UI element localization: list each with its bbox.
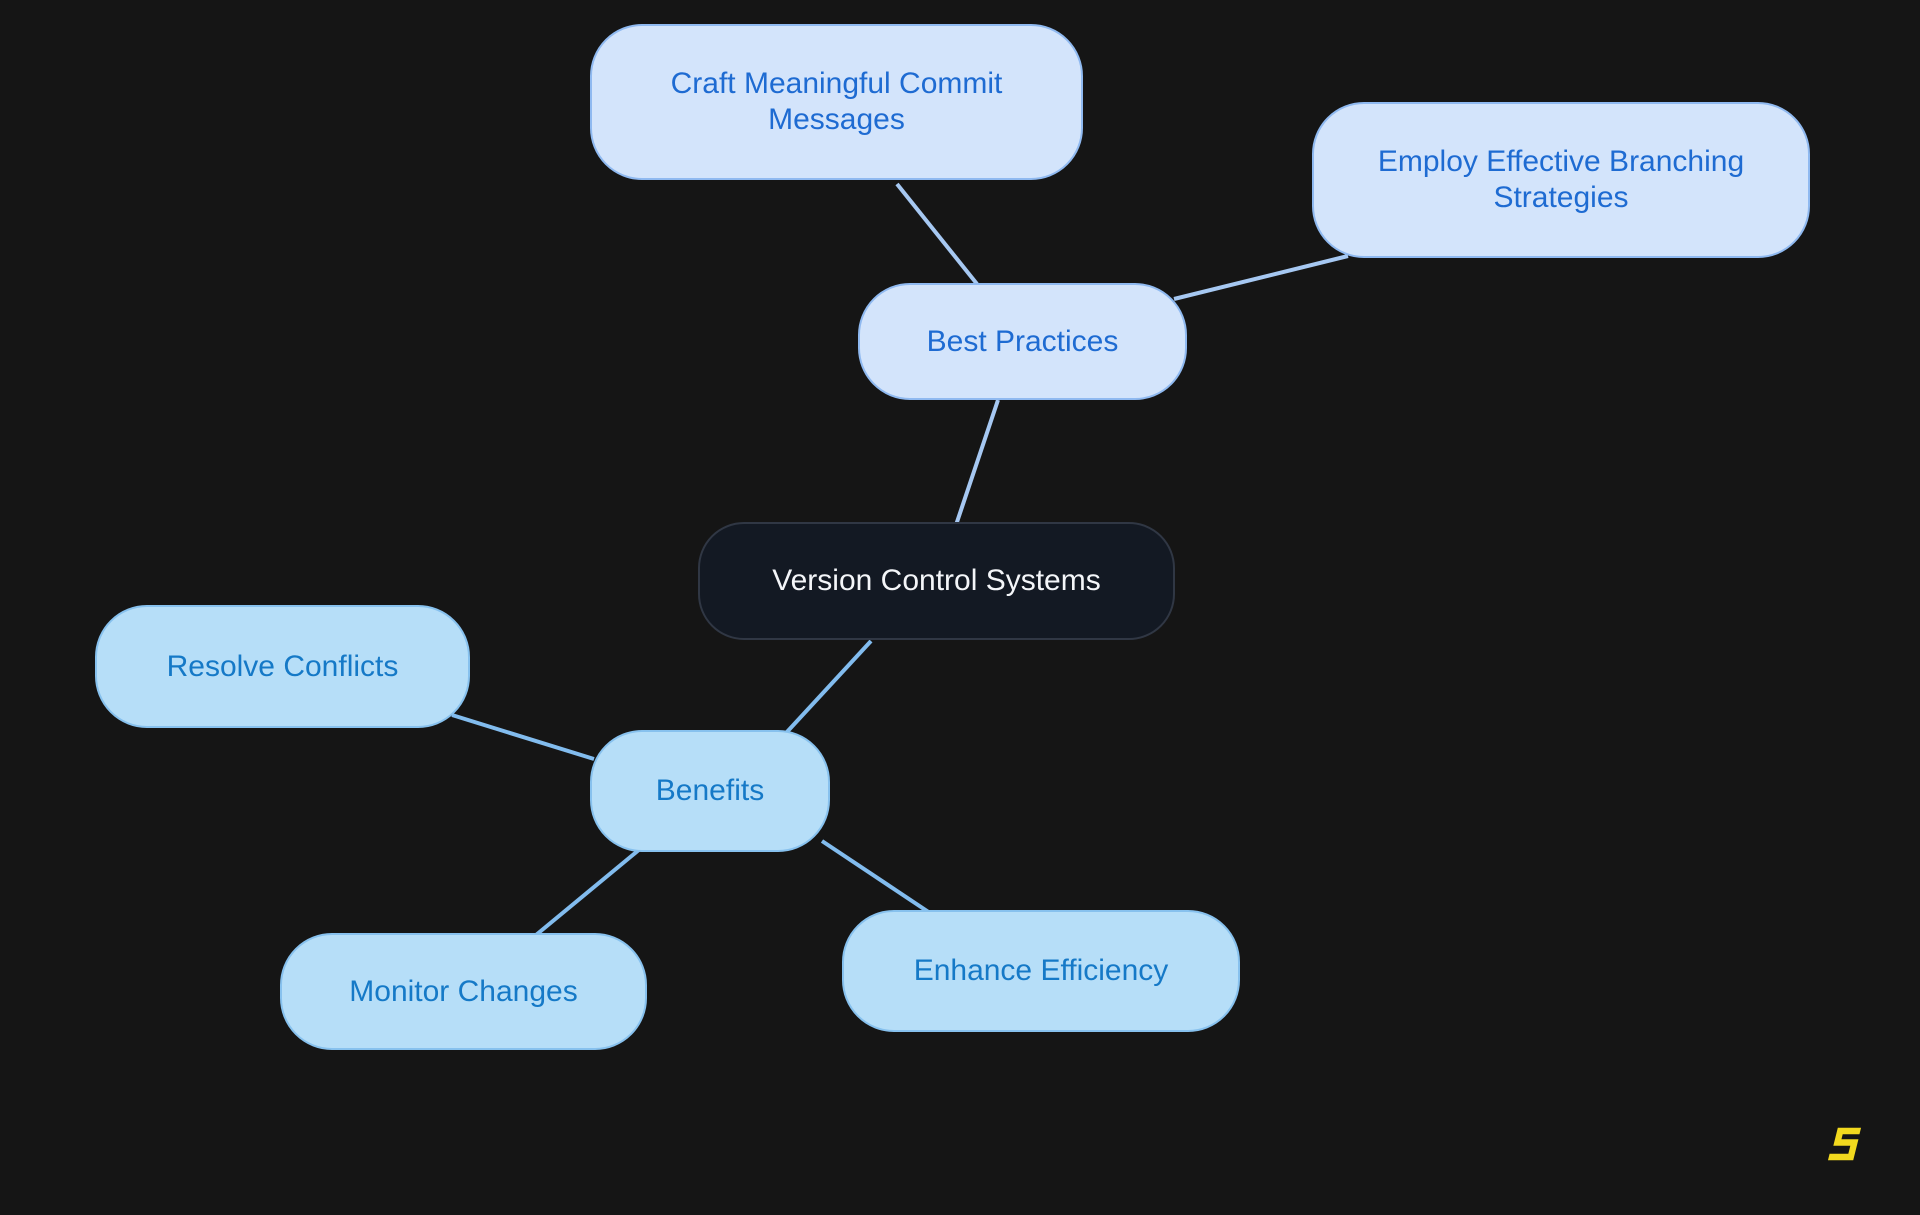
edge-craft-meaningful-commit-messages-to-best-practices [895, 182, 979, 286]
mindmap-node-version-control-systems[interactable]: Version Control Systems [698, 522, 1175, 640]
mindmap-node-benefits[interactable]: Benefits [590, 730, 830, 852]
node-label: Resolve Conflicts [166, 649, 399, 683]
edge-benefits-to-enhance-efficiency [820, 839, 932, 915]
node-label: Benefits [655, 774, 765, 807]
node-label: Best Practices [926, 324, 1119, 358]
edge-best-practices-to-version-control-systems [954, 399, 1000, 526]
mindmap-node-monitor-changes[interactable]: Monitor Changes [280, 933, 647, 1050]
mindmap-node-craft-meaningful-commit-messages[interactable]: Craft Meaningful Commit Messages [590, 24, 1083, 180]
node-label: Monitor Changes [349, 974, 578, 1008]
edge-benefits-to-monitor-changes [534, 847, 642, 937]
mindmap-node-resolve-conflicts[interactable]: Resolve Conflicts [95, 605, 470, 728]
s-logo-icon [1827, 1127, 1862, 1161]
mindmap-node-enhance-efficiency[interactable]: Enhance Efficiency [842, 910, 1240, 1032]
edge-employ-effective-branching-strategies-to-best-practices [1173, 254, 1349, 301]
node-label: Version Control Systems [772, 564, 1101, 597]
edge-version-control-systems-to-benefits [784, 639, 873, 735]
mindmap-node-employ-effective-branching-strategies[interactable]: Employ Effective Branching Strategies [1312, 102, 1810, 258]
node-label: Enhance Efficiency [913, 954, 1169, 987]
mindmap-node-best-practices[interactable]: Best Practices [858, 283, 1187, 400]
edge-resolve-conflicts-to-benefits [451, 713, 595, 761]
node-label: Craft Meaningful Commit Messages [670, 67, 1003, 136]
brand-logo[interactable] [1824, 1124, 1864, 1164]
node-label: Employ Effective Branching Strategies [1377, 145, 1745, 214]
